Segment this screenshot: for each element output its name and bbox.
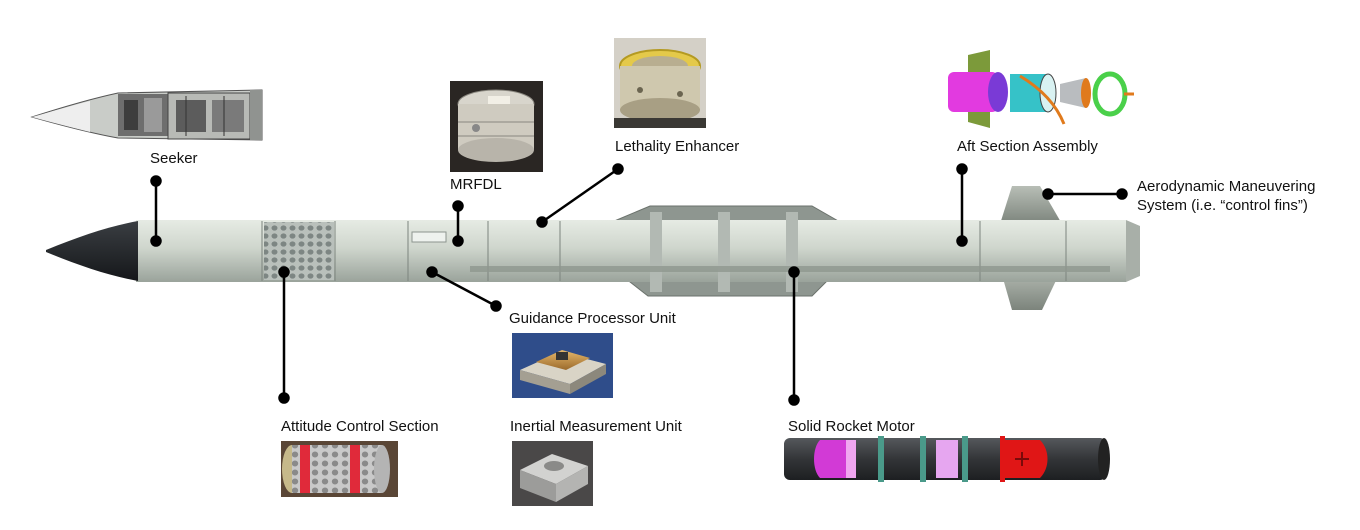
aft-section-assembly-image <box>948 50 1134 128</box>
mrfdl-image <box>450 81 543 172</box>
solid-rocket-motor-image <box>784 436 1110 482</box>
missile-body <box>46 186 1140 310</box>
control-fin-upper <box>1000 186 1062 224</box>
label-aerodynamic-maneuvering: Aerodynamic Maneuvering <box>1137 178 1316 195</box>
leader-gpu <box>431 270 497 308</box>
missile-tail <box>1126 220 1140 282</box>
lethality-enhancer-image <box>614 38 706 128</box>
leader-lines <box>150 163 1128 406</box>
label-guidance-processor-unit: Guidance Processor Unit <box>509 310 676 327</box>
label-inertial-measurement-unit: Inertial Measurement Unit <box>510 418 682 435</box>
attitude-control-holes <box>264 222 334 280</box>
nose-cone <box>46 221 138 281</box>
label-lethality-enhancer: Lethality Enhancer <box>615 138 740 155</box>
label-seeker: Seeker <box>150 150 198 167</box>
seeker-image <box>30 89 263 141</box>
inertial-measurement-unit-image <box>512 441 593 506</box>
guidance-processor-unit-image <box>512 333 613 398</box>
label-solid-rocket-motor: Solid Rocket Motor <box>788 418 915 435</box>
label-mrfdl: MRFDL <box>450 176 502 193</box>
attitude-control-section-image <box>281 441 398 497</box>
label-attitude-control-section: Attitude Control Section <box>281 418 439 435</box>
leader-lethality <box>541 167 619 224</box>
label-control-fins: System (i.e. “control fins”) <box>1137 197 1308 214</box>
label-aft-section-assembly: Aft Section Assembly <box>957 138 1098 155</box>
